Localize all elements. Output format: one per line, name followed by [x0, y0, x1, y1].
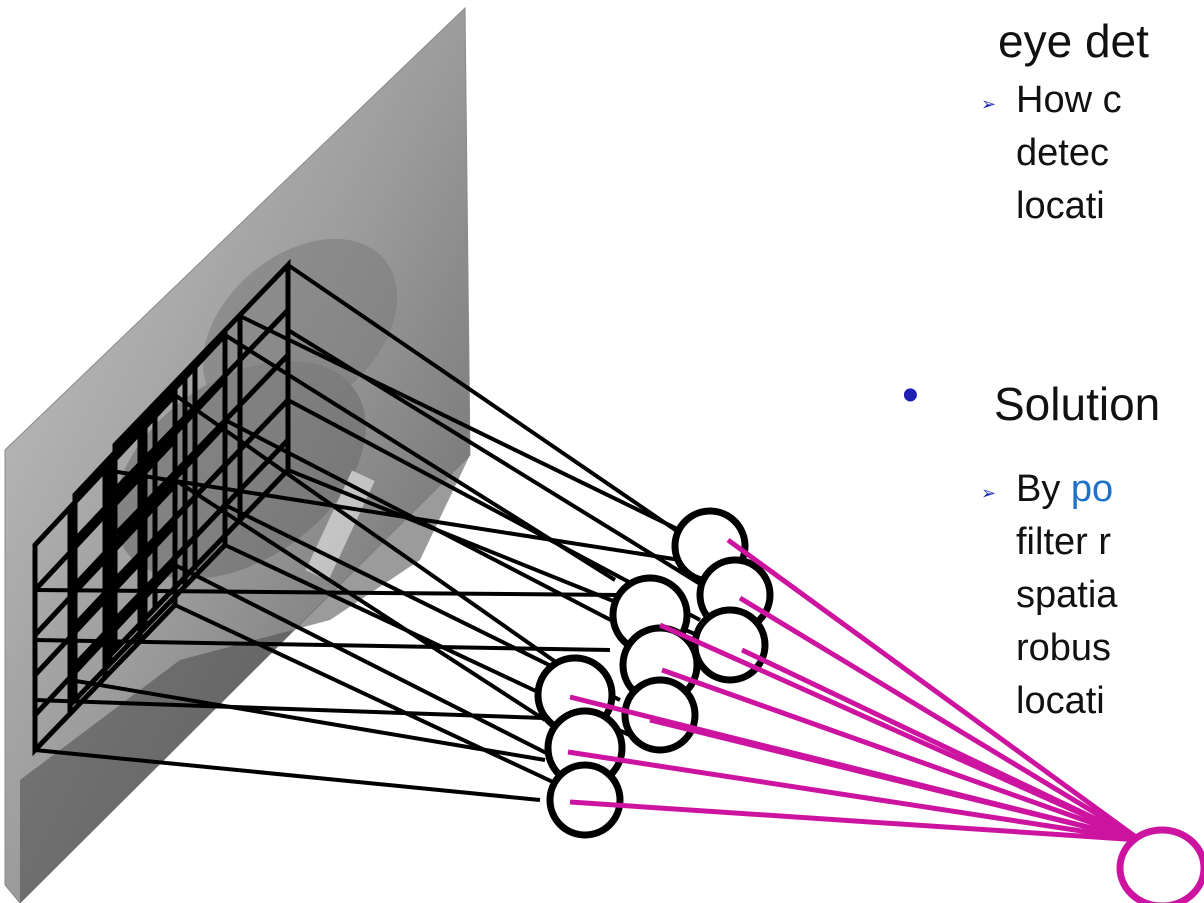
- feature-map-front-column: [534, 654, 626, 839]
- heading-fragment: eye det: [998, 15, 1149, 67]
- feature-map-middle-column: [609, 574, 701, 754]
- sub-bullet-1-line-2: detec: [1016, 132, 1109, 174]
- sub-bullet-2-line-5: locati: [1016, 680, 1105, 722]
- connections-to-feature-maps: [34, 263, 712, 802]
- sub-bullet-2-arrow: ➢: [981, 483, 997, 503]
- sub-bullet-2-line-3: spatia: [1016, 574, 1118, 616]
- pooling-connections: [567, 537, 1142, 843]
- sub-bullet-2-line-1: By po: [1016, 463, 1117, 516]
- filter-grid-front: [32, 388, 178, 757]
- sub-bullet-1-line-1: How c: [1016, 79, 1122, 121]
- sub-bullet-1-arrow: ➢: [981, 94, 997, 114]
- sub-bullet-2-text: By po filter r spatia robus locati: [1016, 463, 1117, 728]
- sub-bullet-2-first-word: By: [1016, 468, 1071, 510]
- sub-bullet-2-line-4: robus: [1016, 627, 1112, 669]
- solution-heading: Solution: [994, 378, 1161, 430]
- sub-bullet-2-line-2: filter r: [1016, 521, 1111, 563]
- sub-bullet-2-accent-word: po: [1070, 468, 1114, 510]
- main-bullet-dot: •: [902, 369, 919, 422]
- sub-bullet-1-text: How c detec locati: [1016, 74, 1122, 233]
- feature-map-back-column: [671, 507, 774, 684]
- pooled-output-neuron: [1116, 826, 1204, 903]
- sub-bullet-1-line-3: locati: [1016, 185, 1105, 227]
